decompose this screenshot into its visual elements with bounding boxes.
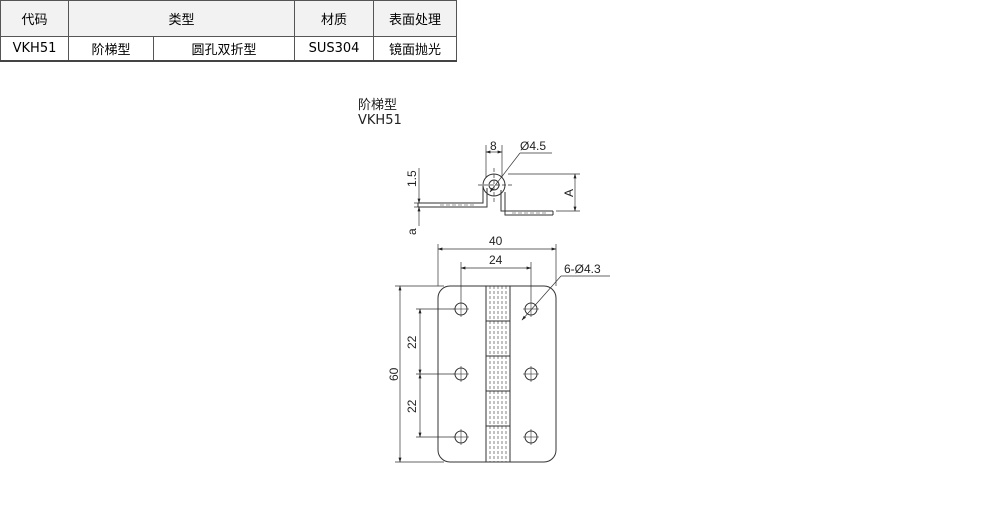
spec-table-header-row: 代码 类型 材质 表面处理: [0, 0, 457, 37]
left-leaf: [418, 185, 488, 208]
drawing-title: 阶梯型: [358, 98, 398, 113]
cell-type-sub: 圆孔双折型: [153, 36, 295, 62]
cell-code: VKH51: [0, 36, 69, 62]
header-material: 材质: [294, 0, 374, 37]
drawing-model: VKH51: [358, 113, 402, 128]
cell-type-main: 阶梯型: [68, 36, 154, 62]
dim-height: 60: [387, 367, 401, 381]
right-leaf: [500, 190, 553, 216]
dim-hole-pitch-y2: 22: [405, 399, 419, 413]
front-view: [395, 244, 610, 463]
side-view: [414, 145, 580, 226]
dim-holes: 6-Ø4.3: [564, 262, 601, 276]
dim-pin-width: 8: [490, 139, 497, 153]
header-surface: 表面处理: [373, 0, 457, 37]
header-code: 代码: [0, 0, 69, 37]
table-row: VKH51 阶梯型 圆孔双折型 SUS304 镜面抛光: [0, 36, 457, 62]
hole-group: [454, 302, 538, 444]
dim-hole-pitch-x: 24: [489, 253, 503, 267]
dim-width: 40: [489, 234, 503, 248]
dim-height-a: A: [562, 189, 576, 197]
dim-offset-a: a: [405, 228, 419, 235]
dim-hole-pitch-y1: 22: [405, 335, 419, 349]
dim-thickness: 1.5: [405, 170, 419, 187]
dim-pin-hole: Ø4.5: [520, 139, 546, 153]
cell-surface: 镜面抛光: [373, 36, 457, 62]
cell-material: SUS304: [294, 36, 374, 62]
spec-table: 代码 类型 材质 表面处理 VKH51 阶梯型 圆孔双折型 SUS304 镜面抛…: [0, 0, 457, 62]
